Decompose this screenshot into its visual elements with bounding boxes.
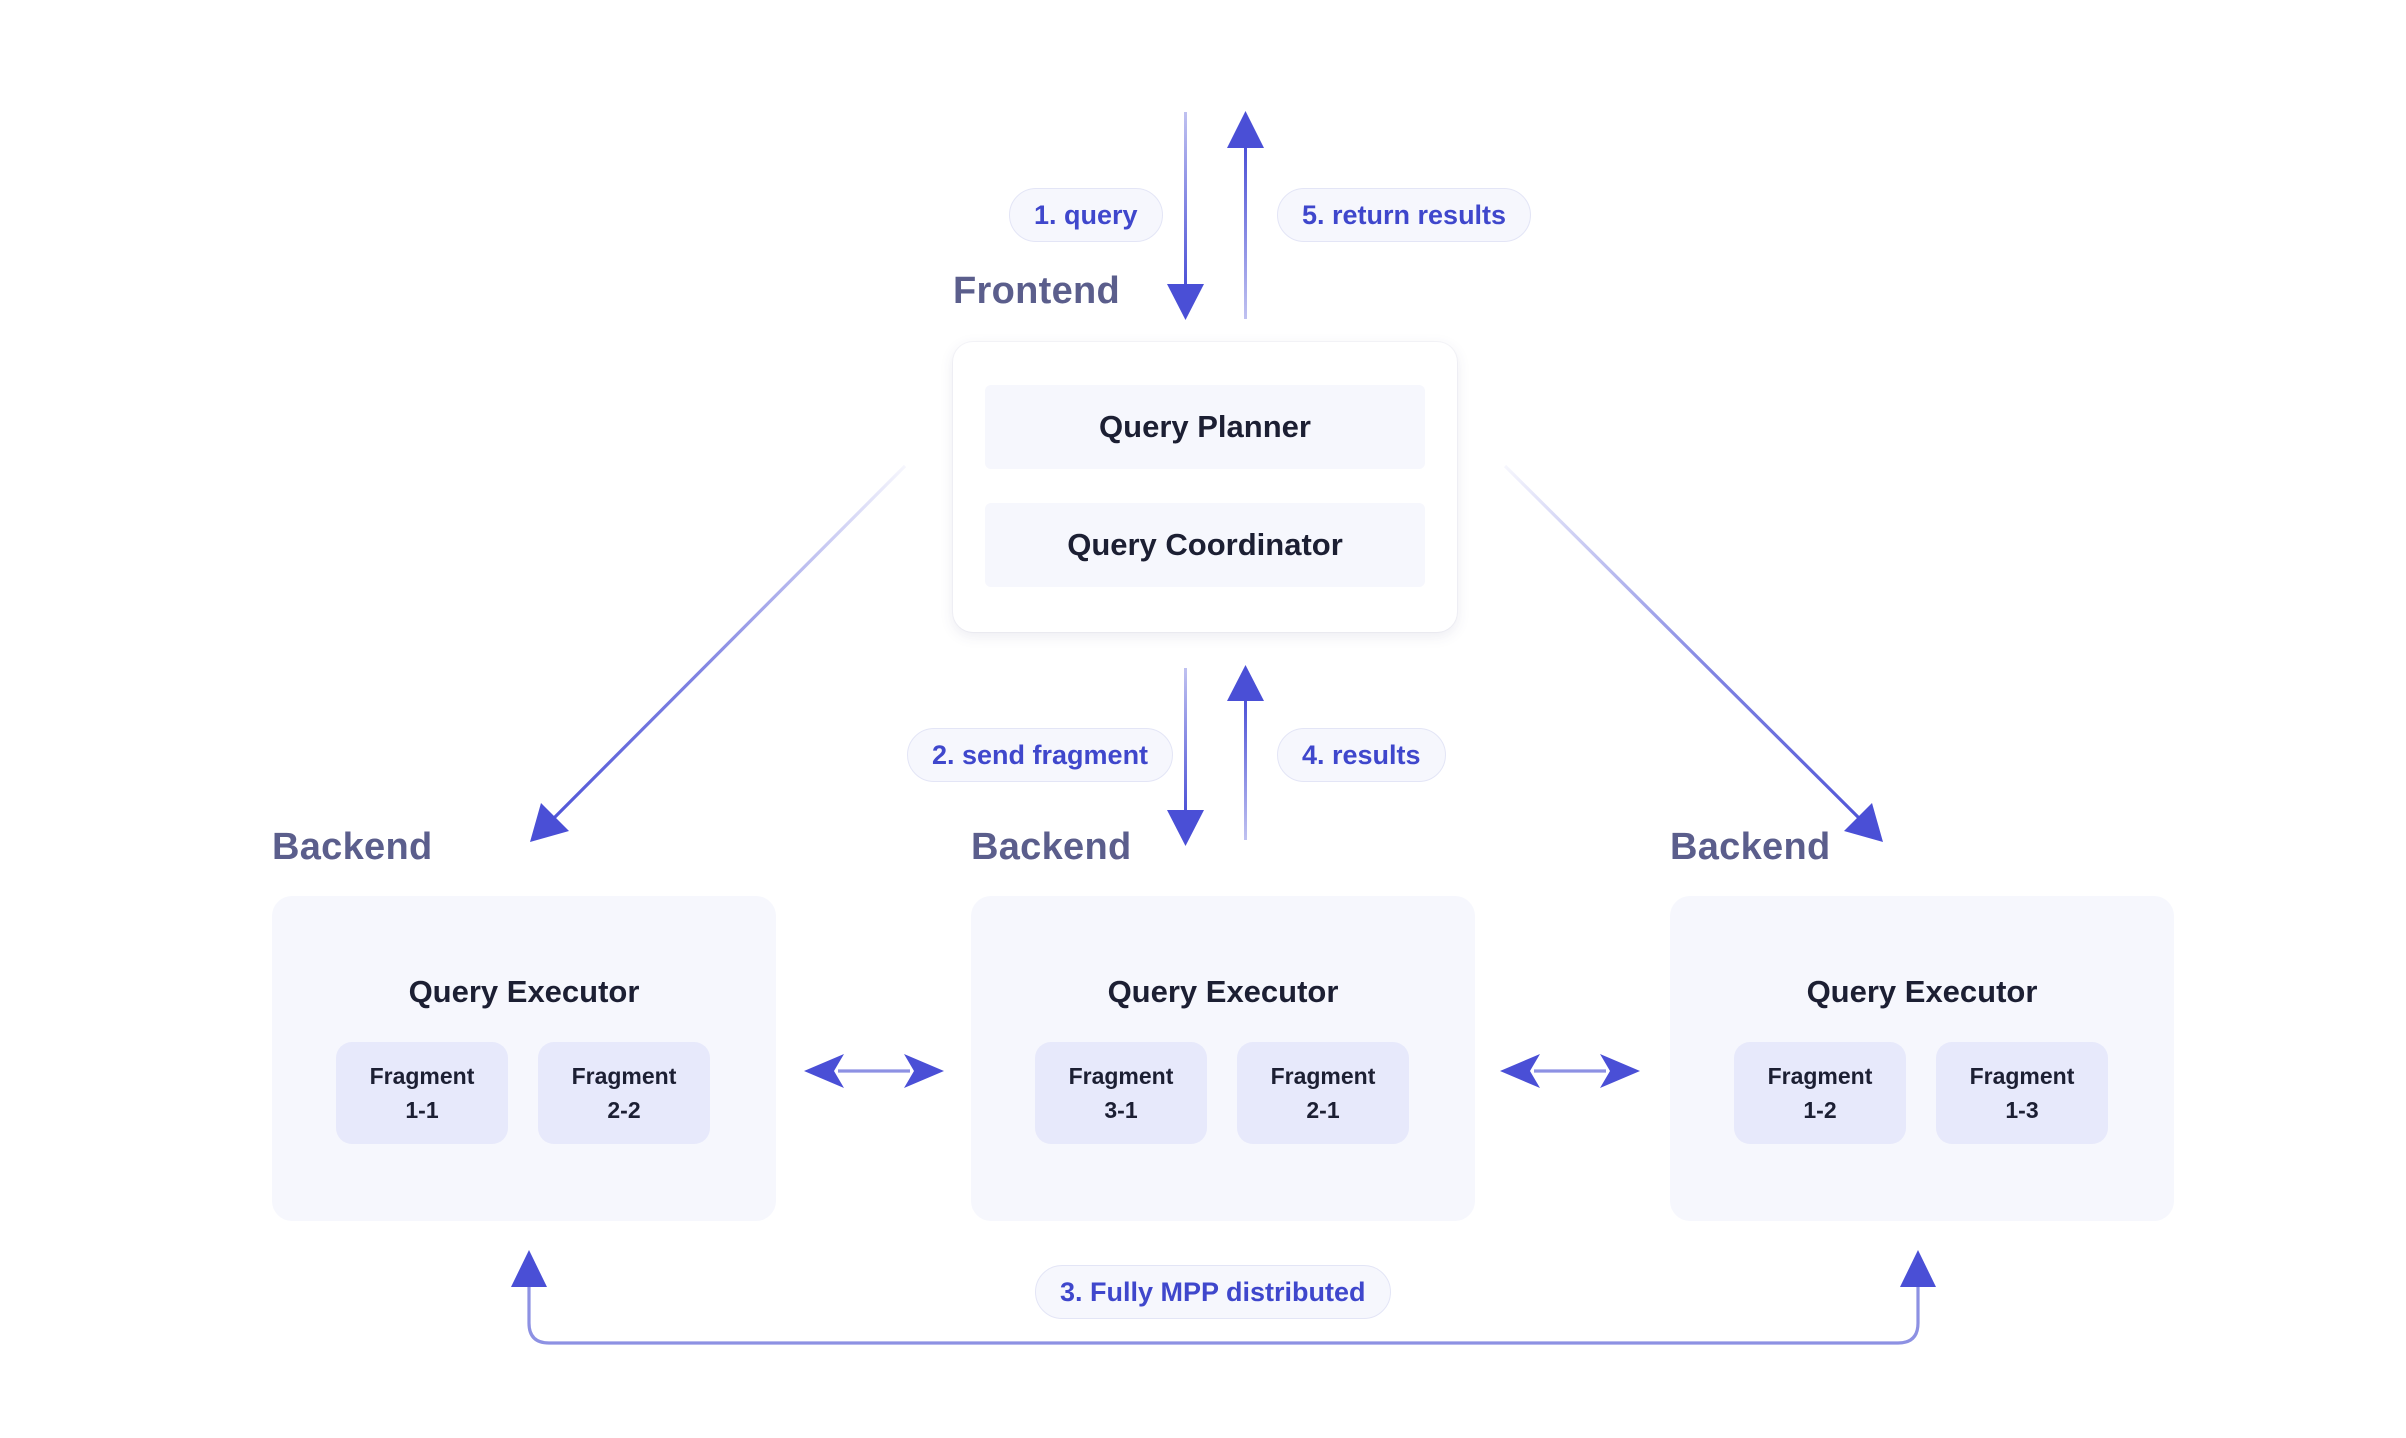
arrowhead-icon [1227,665,1264,701]
fragment-id: 1-3 [2005,1097,2039,1123]
fragment-label: Fragment [1068,1063,1174,1089]
fragment-label: Fragment [571,1063,677,1089]
results-arrow [1227,665,1264,840]
fragment-label: Fragment [1969,1063,2075,1089]
backend-title: Backend [1670,826,1831,868]
fragment-card: Fragment 1-2 [1734,1042,1906,1144]
arrowhead-icon [804,1054,844,1088]
query-planner-module: Query Planner [985,385,1425,469]
query-executor-title: Query Executor [1107,974,1339,1009]
step-send-fragment-label: 2. send fragment [907,728,1174,782]
fragment-label: Fragment [369,1063,475,1089]
query-coordinator-module: Query Coordinator [985,503,1425,587]
arrowhead-icon [1500,1054,1540,1088]
return-results-arrow [1227,111,1264,319]
fragment-card: Fragment 1-3 [1936,1042,2108,1144]
arrowhead-icon [1167,284,1204,320]
frontend-to-right-backend-arrow [1503,464,1883,842]
arrowhead-icon [511,1250,547,1287]
arrowhead-icon [1167,810,1204,846]
fragment-id: 2-2 [607,1097,641,1123]
query-arrow [1167,112,1204,320]
arrowhead-icon [530,803,569,842]
query-executor-title: Query Executor [408,974,640,1009]
frontend-title: Frontend [953,270,1121,312]
step-results-label: 4. results [1277,728,1446,782]
arrowhead-icon [904,1054,944,1088]
fragment-id: 2-1 [1306,1097,1340,1123]
backend-title: Backend [272,826,433,868]
fragment-card: Fragment 1-1 [336,1042,508,1144]
arrowhead-icon [1227,111,1264,148]
frontend-card: Query Planner Query Coordinator [953,342,1457,632]
fragment-label: Fragment [1270,1063,1376,1089]
backend-card-3: Query Executor Fragment 1-2 Fragment 1-3 [1670,896,2174,1221]
backend-card-1: Query Executor Fragment 1-1 Fragment 2-2 [272,896,776,1221]
fragment-id: 1-1 [405,1097,439,1123]
query-executor-title: Query Executor [1806,974,2038,1009]
arrowhead-icon [1600,1054,1640,1088]
arrowhead-icon [1900,1250,1936,1287]
step-mpp-label: 3. Fully MPP distributed [1035,1265,1391,1319]
step-query-label: 1. query [1009,188,1163,242]
fragment-card: Fragment 3-1 [1035,1042,1207,1144]
send-fragment-arrow [1167,668,1204,846]
backend1-backend2-exchange-arrow [804,1054,944,1088]
fragment-card: Fragment 2-1 [1237,1042,1409,1144]
mpp-bracket-arrow [511,1250,1936,1345]
frontend-to-left-backend-arrow [530,464,907,842]
arrowhead-icon [1844,803,1883,842]
fragment-card: Fragment 2-2 [538,1042,710,1144]
fragment-id: 1-2 [1803,1097,1837,1123]
fragment-label: Fragment [1767,1063,1873,1089]
backend-card-2: Query Executor Fragment 3-1 Fragment 2-1 [971,896,1475,1221]
backend-title: Backend [971,826,1132,868]
step-return-results-label: 5. return results [1277,188,1532,242]
backend2-backend3-exchange-arrow [1500,1054,1640,1088]
fragment-id: 3-1 [1104,1097,1138,1123]
